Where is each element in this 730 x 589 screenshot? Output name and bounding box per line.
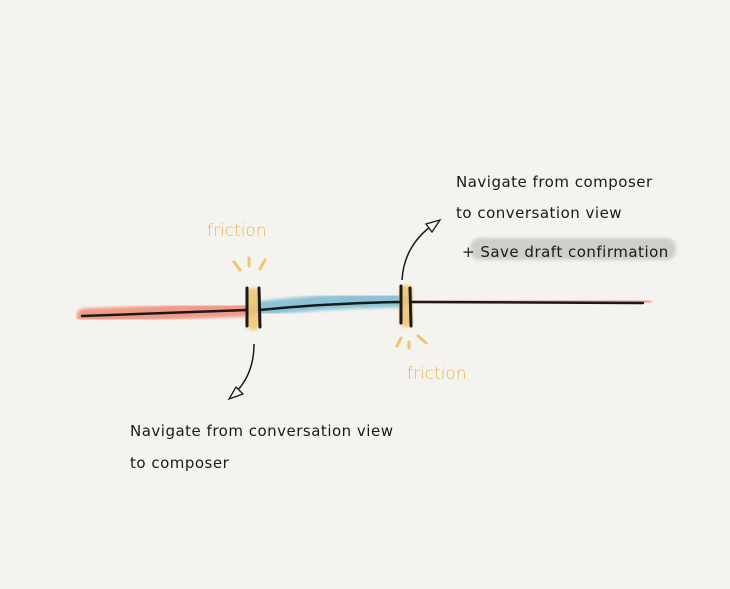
top-note-line-1: Navigate from composer	[456, 173, 653, 191]
arrow-to-bottom-note	[233, 343, 255, 395]
arrow-head-icon	[227, 385, 245, 401]
smooth-segment-middle	[250, 292, 410, 317]
friction-spark-icon-2	[395, 334, 428, 350]
friction-label-2: friction	[407, 364, 467, 384]
arrow-to-top-note	[401, 223, 435, 281]
friction-spark-icon-1	[232, 256, 267, 272]
friction-marker-1-fill	[246, 288, 260, 330]
friction-marker-1	[245, 286, 262, 329]
bottom-note-line-2: to composer	[130, 454, 230, 472]
arrow-head-icon	[424, 218, 442, 234]
timeline-line	[80, 300, 645, 318]
highlight-mark	[470, 238, 676, 260]
friction-label-1: friction	[207, 221, 267, 241]
top-note-line-3: + Save draft confirmation	[462, 243, 669, 261]
friction-marker-2	[399, 284, 413, 328]
top-note-line-2: to conversation view	[456, 204, 622, 222]
bottom-note-line-1: Navigate from conversation view	[130, 422, 393, 440]
